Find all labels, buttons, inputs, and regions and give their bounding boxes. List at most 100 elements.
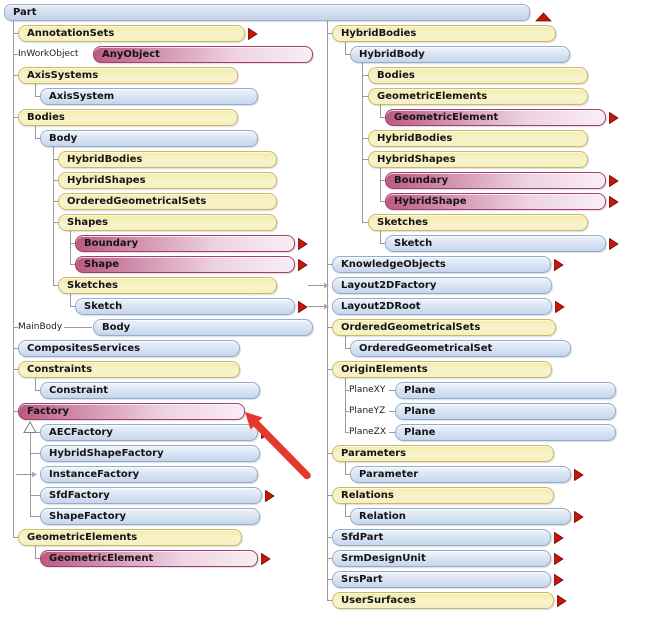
node-hybridbodies-32[interactable]: HybridBodies xyxy=(368,130,588,147)
expand-arrow-icon[interactable] xyxy=(555,301,565,313)
node-geometricelements-30[interactable]: GeometricElements xyxy=(368,88,588,105)
expand-arrow-icon[interactable] xyxy=(265,490,275,502)
node-compositesservices[interactable]: CompositesServices xyxy=(18,340,240,357)
node-geometricelement-31[interactable]: GeometricElement xyxy=(385,109,606,126)
node-constraint[interactable]: Constraint xyxy=(40,382,260,399)
expand-arrow-icon[interactable] xyxy=(248,28,258,40)
node-sfdfactory[interactable]: SfdFactory xyxy=(40,487,262,504)
expand-arrow-icon[interactable] xyxy=(261,553,271,565)
node-label: SrmDesignUnit xyxy=(341,552,426,564)
node-constraints[interactable]: Constraints xyxy=(18,361,240,378)
node-sketches[interactable]: Sketches xyxy=(58,277,277,294)
expand-arrow-icon[interactable] xyxy=(554,532,564,544)
expand-arrow-icon[interactable] xyxy=(557,595,567,607)
node-geometricelement[interactable]: GeometricElement xyxy=(40,550,258,567)
node-originelements[interactable]: OriginElements xyxy=(332,361,552,378)
node-sketch[interactable]: Sketch xyxy=(75,298,295,315)
node-part[interactable]: Part xyxy=(4,4,530,21)
node-plane-46[interactable]: Plane xyxy=(395,424,616,441)
node-hybridshape[interactable]: HybridShape xyxy=(385,193,606,210)
node-relation[interactable]: Relation xyxy=(350,508,571,525)
node-body[interactable]: Body xyxy=(40,130,258,147)
node-geometricelements[interactable]: GeometricElements xyxy=(18,529,242,546)
expand-arrow-icon[interactable] xyxy=(554,259,564,271)
node-layout2droot[interactable]: Layout2DRoot xyxy=(332,298,552,315)
node-instancefactory[interactable]: InstanceFactory xyxy=(40,466,258,483)
expand-arrow-icon[interactable] xyxy=(298,259,308,271)
node-knowledgeobjects[interactable]: KnowledgeObjects xyxy=(332,256,551,273)
node-annotationsets[interactable]: AnnotationSets xyxy=(18,25,245,42)
expand-arrow-icon[interactable] xyxy=(554,574,564,586)
connector-line xyxy=(327,537,332,538)
expand-arrow-icon[interactable] xyxy=(298,238,308,250)
node-usersurfaces[interactable]: UserSurfaces xyxy=(332,592,554,609)
expand-arrow-icon[interactable] xyxy=(298,301,308,313)
node-sketch-37[interactable]: Sketch xyxy=(385,235,606,252)
node-sfdpart[interactable]: SfdPart xyxy=(332,529,551,546)
node-hybridbodies-27[interactable]: HybridBodies xyxy=(332,25,556,42)
connector-line xyxy=(13,411,18,412)
node-label: Factory xyxy=(27,405,70,417)
node-sketches-36[interactable]: Sketches xyxy=(368,214,588,231)
expand-arrow-icon[interactable] xyxy=(609,112,619,124)
connector-line xyxy=(70,306,75,307)
node-relations[interactable]: Relations xyxy=(332,487,554,504)
reference-arrow-icon xyxy=(308,302,330,311)
node-shape[interactable]: Shape xyxy=(75,256,295,273)
node-shapes[interactable]: Shapes xyxy=(58,214,277,231)
connector-line xyxy=(345,42,346,54)
node-shapefactory[interactable]: ShapeFactory xyxy=(40,508,260,525)
node-layout2dfactory[interactable]: Layout2DFactory xyxy=(332,277,552,294)
connector-line xyxy=(53,222,58,223)
node-axissystem[interactable]: AxisSystem xyxy=(40,88,258,105)
node-boundary-34[interactable]: Boundary xyxy=(385,172,606,189)
connector-line xyxy=(362,75,368,76)
connector-line xyxy=(345,348,350,349)
expand-arrow-icon[interactable] xyxy=(574,511,584,523)
node-hybridshapes[interactable]: HybridShapes xyxy=(58,172,277,189)
node-hybridshapefactory[interactable]: HybridShapeFactory xyxy=(40,445,260,462)
connector-line xyxy=(380,201,385,202)
node-plane[interactable]: Plane xyxy=(395,382,616,399)
expand-arrow-icon[interactable] xyxy=(609,196,619,208)
reference-arrow-icon xyxy=(16,470,38,479)
connector-line xyxy=(53,159,58,160)
node-factory[interactable]: Factory xyxy=(18,403,245,420)
node-boundary[interactable]: Boundary xyxy=(75,235,295,252)
expand-arrow-icon[interactable] xyxy=(554,553,564,565)
connector-line xyxy=(35,546,36,558)
node-aecfactory[interactable]: AECFactory xyxy=(40,424,258,441)
node-orderedgeometricalsets[interactable]: OrderedGeometricalSets xyxy=(58,193,277,210)
node-bodies[interactable]: Bodies xyxy=(18,109,238,126)
node-srmdesignunit[interactable]: SrmDesignUnit xyxy=(332,550,551,567)
connector-line xyxy=(345,411,349,412)
expand-arrow-icon[interactable] xyxy=(609,175,619,187)
node-bodies-29[interactable]: Bodies xyxy=(368,67,588,84)
node-body-15[interactable]: Body xyxy=(93,319,313,336)
node-orderedgeometricalsets-41[interactable]: OrderedGeometricalSets xyxy=(332,319,556,336)
connector-line xyxy=(33,432,40,433)
connector-line xyxy=(13,117,18,118)
node-parameter[interactable]: Parameter xyxy=(350,466,571,483)
expand-arrow-icon[interactable] xyxy=(574,469,584,481)
expand-arrow-icon[interactable] xyxy=(261,427,271,439)
node-hybridshapes-33[interactable]: HybridShapes xyxy=(368,151,588,168)
node-hybridbody[interactable]: HybridBody xyxy=(350,46,570,63)
node-label: SfdFactory xyxy=(49,489,110,501)
node-srspart[interactable]: SrsPart xyxy=(332,571,551,588)
node-plane-45[interactable]: Plane xyxy=(395,403,616,420)
connector-line xyxy=(345,474,350,475)
connector-line xyxy=(345,54,350,55)
expand-arrow-icon[interactable] xyxy=(609,238,619,250)
node-anyobject[interactable]: AnyObject xyxy=(93,46,313,63)
node-parameters[interactable]: Parameters xyxy=(332,445,554,462)
node-label: OrderedGeometricalSets xyxy=(67,195,207,207)
red-up-triangle-icon[interactable] xyxy=(535,12,552,22)
node-label: GeometricElements xyxy=(377,90,488,102)
node-orderedgeometricalset[interactable]: OrderedGeometricalSet xyxy=(350,340,571,357)
node-axissystems[interactable]: AxisSystems xyxy=(18,67,238,84)
connector-line xyxy=(35,84,36,96)
node-label: KnowledgeObjects xyxy=(341,258,446,270)
connector-line xyxy=(362,222,368,223)
node-hybridbodies[interactable]: HybridBodies xyxy=(58,151,277,168)
